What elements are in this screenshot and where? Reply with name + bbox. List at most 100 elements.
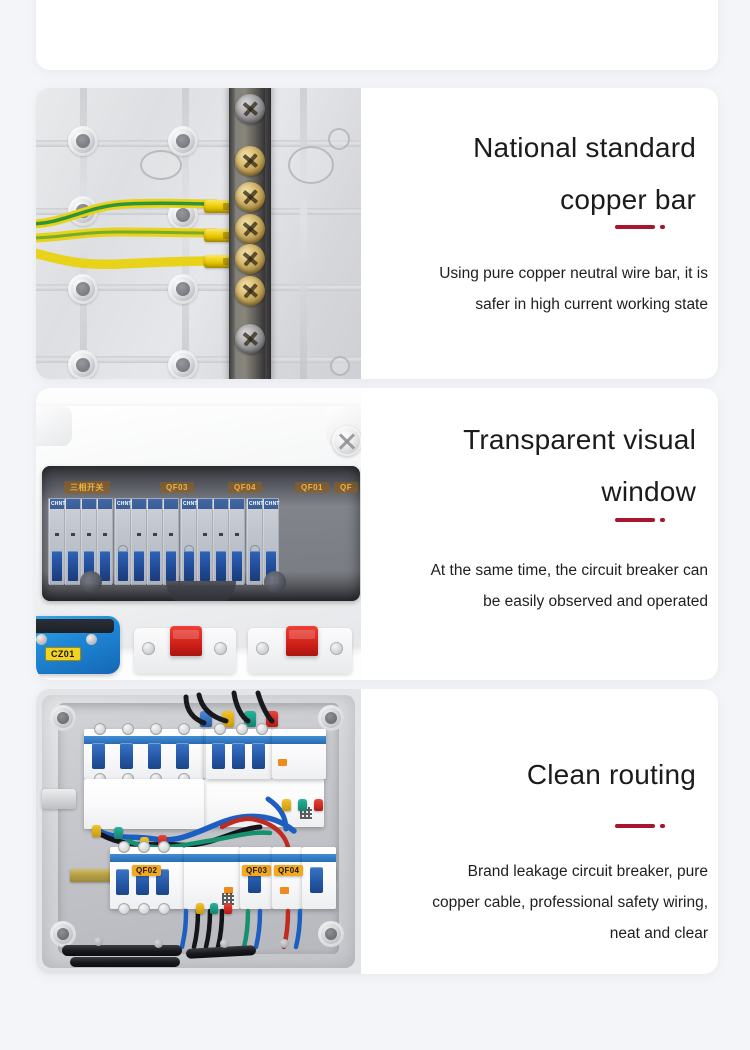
breaker-pole: CHNT: [115, 499, 131, 585]
din-rail: [70, 869, 116, 882]
breaker-label: QF: [334, 481, 359, 493]
bar-terminal-screw: [235, 94, 265, 124]
feature-card-top-clipped: [36, 0, 718, 70]
breaker-brand-text: CHNT: [51, 501, 66, 507]
terminal-screw: [236, 723, 248, 735]
feature-heading: Clean routing: [406, 749, 696, 801]
divider-dot: [660, 518, 665, 522]
breaker-toggle: [176, 743, 189, 769]
test-button: [278, 759, 287, 766]
cover-screw: [94, 937, 103, 946]
wire-lug-green: [210, 903, 218, 914]
rcd-module: [272, 847, 302, 909]
rcd-module: [184, 847, 240, 909]
breaker-toggle: [116, 869, 129, 895]
divider-dot: [660, 824, 665, 828]
breaker-brand-text: CHNT: [183, 501, 198, 507]
heading-line-2: window: [601, 476, 696, 507]
socket-label-tag: CZ01: [45, 647, 81, 661]
breaker-bank: CHNT: [114, 498, 179, 585]
wire-lug-red: [314, 799, 323, 811]
product-photo-copper-bar: [36, 88, 361, 379]
description-line-2: be easily observed and operated: [483, 593, 708, 610]
plate-screw: [256, 642, 269, 655]
cable-bundle: [62, 945, 182, 956]
industrial-socket-red: [286, 626, 318, 656]
breaker-pole: [65, 499, 80, 585]
backplate-rib: [36, 284, 361, 291]
breaker-pole: CHNT: [247, 499, 264, 585]
bar-terminal-screw: [235, 244, 265, 274]
feature-text-copper-bar: National standard copper bar Using pure …: [361, 88, 718, 379]
breaker-brand-text: CHNT: [265, 501, 280, 507]
heading-line-2: copper bar: [560, 184, 696, 215]
cable-bundle: [70, 957, 180, 967]
breaker-toggle: [310, 867, 323, 893]
description-line-2: copper cable, professional safety wiring…: [432, 894, 708, 911]
plate-screw: [330, 642, 343, 655]
industrial-socket-red: [170, 626, 202, 656]
bar-terminal-screw: [235, 324, 265, 354]
feature-text-visual-window: Transparent visual window At the same ti…: [361, 388, 718, 680]
plate-screw: [214, 642, 227, 655]
breaker-pole: [197, 499, 212, 585]
inlet-wire-group: [36, 689, 361, 974]
backplate-rib: [300, 88, 307, 379]
breaker-brand-text: CHNT: [249, 501, 264, 507]
feature-card-copper-bar: National standard copper bar Using pure …: [36, 88, 718, 379]
backplate-rib: [36, 356, 361, 363]
cover-screw: [220, 939, 229, 948]
terminal-screw: [118, 841, 130, 853]
terminal-screw: [178, 723, 190, 735]
test-button: [224, 887, 233, 894]
window-knob: [80, 571, 102, 593]
heading-line-1: Clean routing: [526, 759, 696, 790]
moulded-ring: [140, 150, 182, 180]
heading-line-1: Transparent visual: [463, 424, 696, 455]
heading-line-1: National standard: [473, 132, 696, 163]
feature-card-clean-routing: QF02 QF03 QF04: [36, 689, 718, 974]
breaker-toggle: [148, 743, 161, 769]
breaker-label: QF04: [228, 481, 263, 493]
terminal-screw: [122, 723, 134, 735]
breaker-toggle: [212, 743, 225, 769]
terminal-screw: [138, 903, 150, 915]
breaker-pole: [97, 499, 112, 585]
description-line-1: At the same time, the circuit breaker ca…: [430, 562, 708, 579]
qr-code: [222, 893, 234, 905]
window-handle: [166, 581, 236, 601]
breaker-label-qf04: QF04: [274, 865, 304, 876]
mounting-boss: [50, 921, 76, 947]
breaker-label-qf03: QF03: [242, 865, 272, 876]
mounting-boss: [68, 274, 98, 304]
mounting-boss: [50, 705, 76, 731]
window-knob: [264, 571, 286, 593]
breaker-label: 三相开关: [64, 480, 110, 494]
wire-lug-green: [298, 799, 307, 811]
breaker-pole: CHNT: [49, 499, 66, 585]
copper-neutral-bar: [229, 88, 271, 379]
wire-lug-yellow: [92, 825, 101, 837]
backplate-rib: [36, 140, 361, 147]
terminal-screw: [118, 903, 130, 915]
bar-terminal-screw: [235, 276, 265, 306]
description-line-1: Brand leakage circuit breaker, pure: [467, 863, 708, 880]
industrial-socket-blue: CZ01: [36, 616, 120, 674]
breaker-label: QF03: [160, 481, 195, 493]
breaker-module: QF04: [274, 847, 336, 909]
terminal-screw: [158, 903, 170, 915]
moulded-ring: [330, 356, 350, 376]
breaker-row: CHNT CHNT CHNT CH: [48, 498, 356, 585]
breaker-pole: CHNT: [263, 499, 280, 585]
product-photo-visual-window: 三相开关 QF03 QF04 QF01 QF CHNT CHNT: [36, 388, 361, 680]
moulded-ring: [288, 146, 334, 184]
feature-text-clean-routing: Clean routing Brand leakage circuit brea…: [361, 689, 718, 974]
bar-terminal-screw: [235, 182, 265, 212]
terminal-screw: [138, 841, 150, 853]
accent-divider: [615, 518, 665, 522]
transparent-window: 三相开关 QF03 QF04 QF01 QF CHNT CHNT: [42, 466, 360, 601]
earth-wire-green-yellow: [36, 192, 240, 282]
outgoing-wire-group: [36, 689, 361, 974]
plate-screw: [142, 642, 155, 655]
feature-description: Brand leakage circuit breaker, pure copp…: [363, 856, 708, 949]
